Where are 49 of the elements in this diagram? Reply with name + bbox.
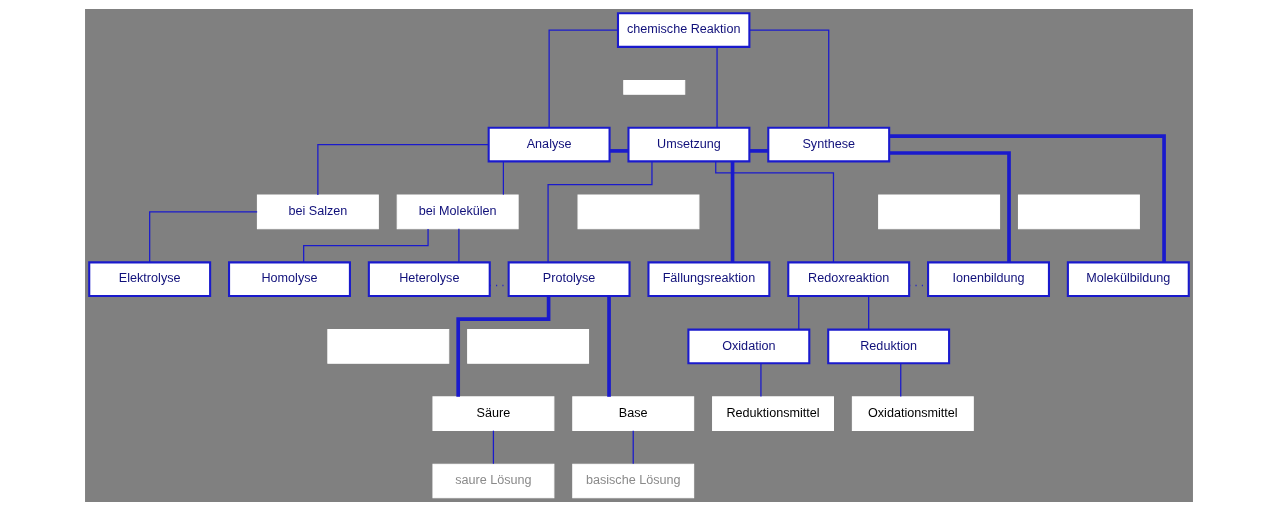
connector [148,210,258,263]
node-box: Ionenbildung [926,260,1050,297]
node-box: Umsetzung [626,126,750,162]
connector [730,161,734,262]
connector [797,295,799,330]
connector [748,28,829,128]
connector [888,150,1011,262]
node-box: Reduktion [826,328,950,364]
node-box [622,79,685,95]
connector [502,160,504,195]
node-box: Fällungsreaktion [646,260,770,297]
node-box: Analyse [487,126,611,162]
node-box: Homolyse [227,260,351,297]
connector [714,160,834,263]
node-box [577,194,699,229]
node-box [466,328,589,364]
connector [316,143,489,196]
connector [606,295,611,397]
node-box: chemische Reaktion [616,11,750,48]
node-box [1017,194,1140,229]
node-box: Synthese [766,126,890,162]
connector [609,148,628,153]
node-box: Säure [431,395,554,431]
node-box: Protolyse [507,260,631,297]
node-box: Redoxreaktion [786,260,910,297]
node-box: Reduktionsmittel [711,395,834,431]
connector [492,429,494,464]
connector [548,28,619,128]
connector [867,295,869,330]
node-box: Molekülbildung [1066,260,1190,297]
node-box: Oxidationsmittel [851,395,974,431]
node-box: basische Lösung [571,463,694,498]
node-box: Base [571,395,694,431]
connector [888,133,1166,262]
node-box: Elektrolyse [87,260,211,297]
connector [546,160,653,263]
connector [632,429,634,464]
node-box: Oxidation [686,328,810,364]
node-box: bei Molekülen [396,194,519,229]
node-box [877,194,1000,229]
connector [759,362,762,397]
connector [715,45,718,128]
node-box [326,328,449,364]
connector [899,362,901,397]
node-box: Heterolyse [367,260,491,297]
connector [748,148,768,153]
node-box: saure Lösung [431,463,554,498]
node-box: bei Salzen [256,194,379,229]
connector [457,227,460,263]
